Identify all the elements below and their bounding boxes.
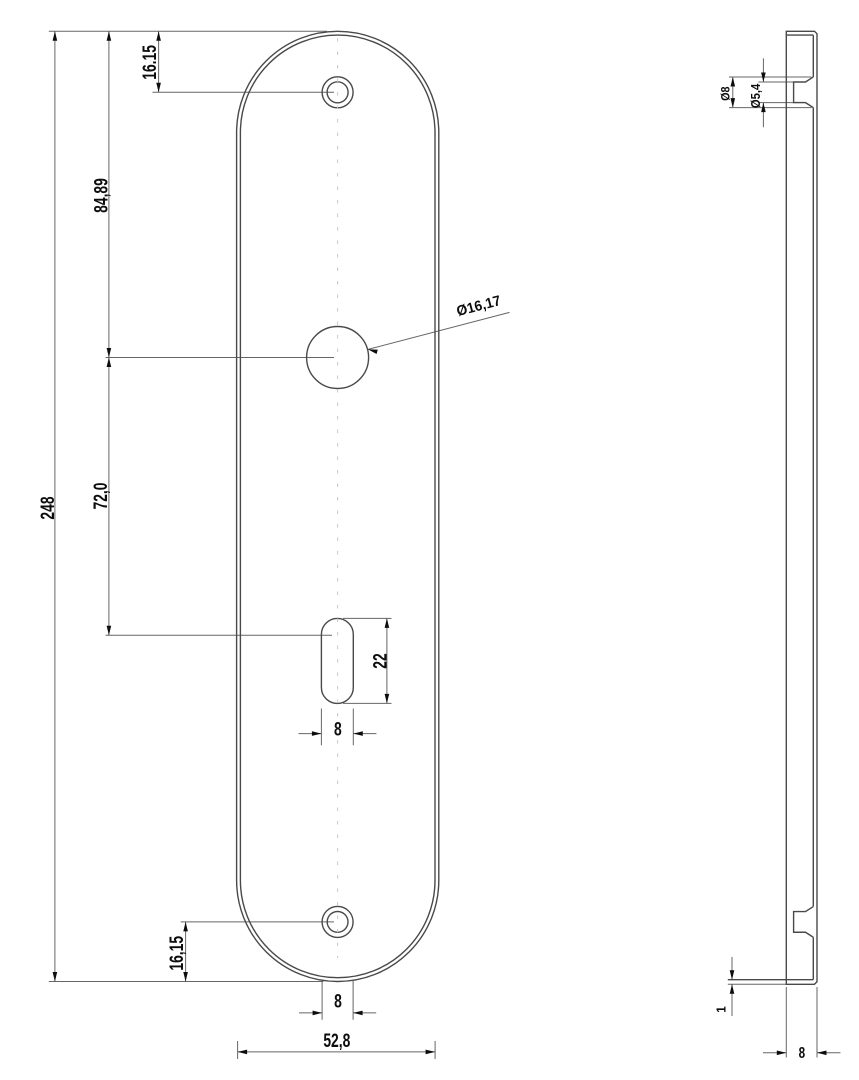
svg-text:1: 1 xyxy=(714,1006,729,1013)
svg-text:248: 248 xyxy=(37,496,59,519)
svg-text:8: 8 xyxy=(334,990,342,1012)
svg-text:Ø8: Ø8 xyxy=(720,87,733,101)
svg-text:8: 8 xyxy=(799,1043,806,1061)
svg-text:16,15: 16,15 xyxy=(166,936,188,971)
svg-text:8: 8 xyxy=(334,718,342,740)
svg-text:16.15: 16.15 xyxy=(139,45,161,80)
svg-text:72,0: 72,0 xyxy=(90,483,112,510)
svg-text:Ø5,4: Ø5,4 xyxy=(748,83,763,108)
svg-text:84,89: 84,89 xyxy=(90,178,112,213)
svg-text:52,8: 52,8 xyxy=(323,1030,350,1052)
svg-text:22: 22 xyxy=(369,653,391,668)
